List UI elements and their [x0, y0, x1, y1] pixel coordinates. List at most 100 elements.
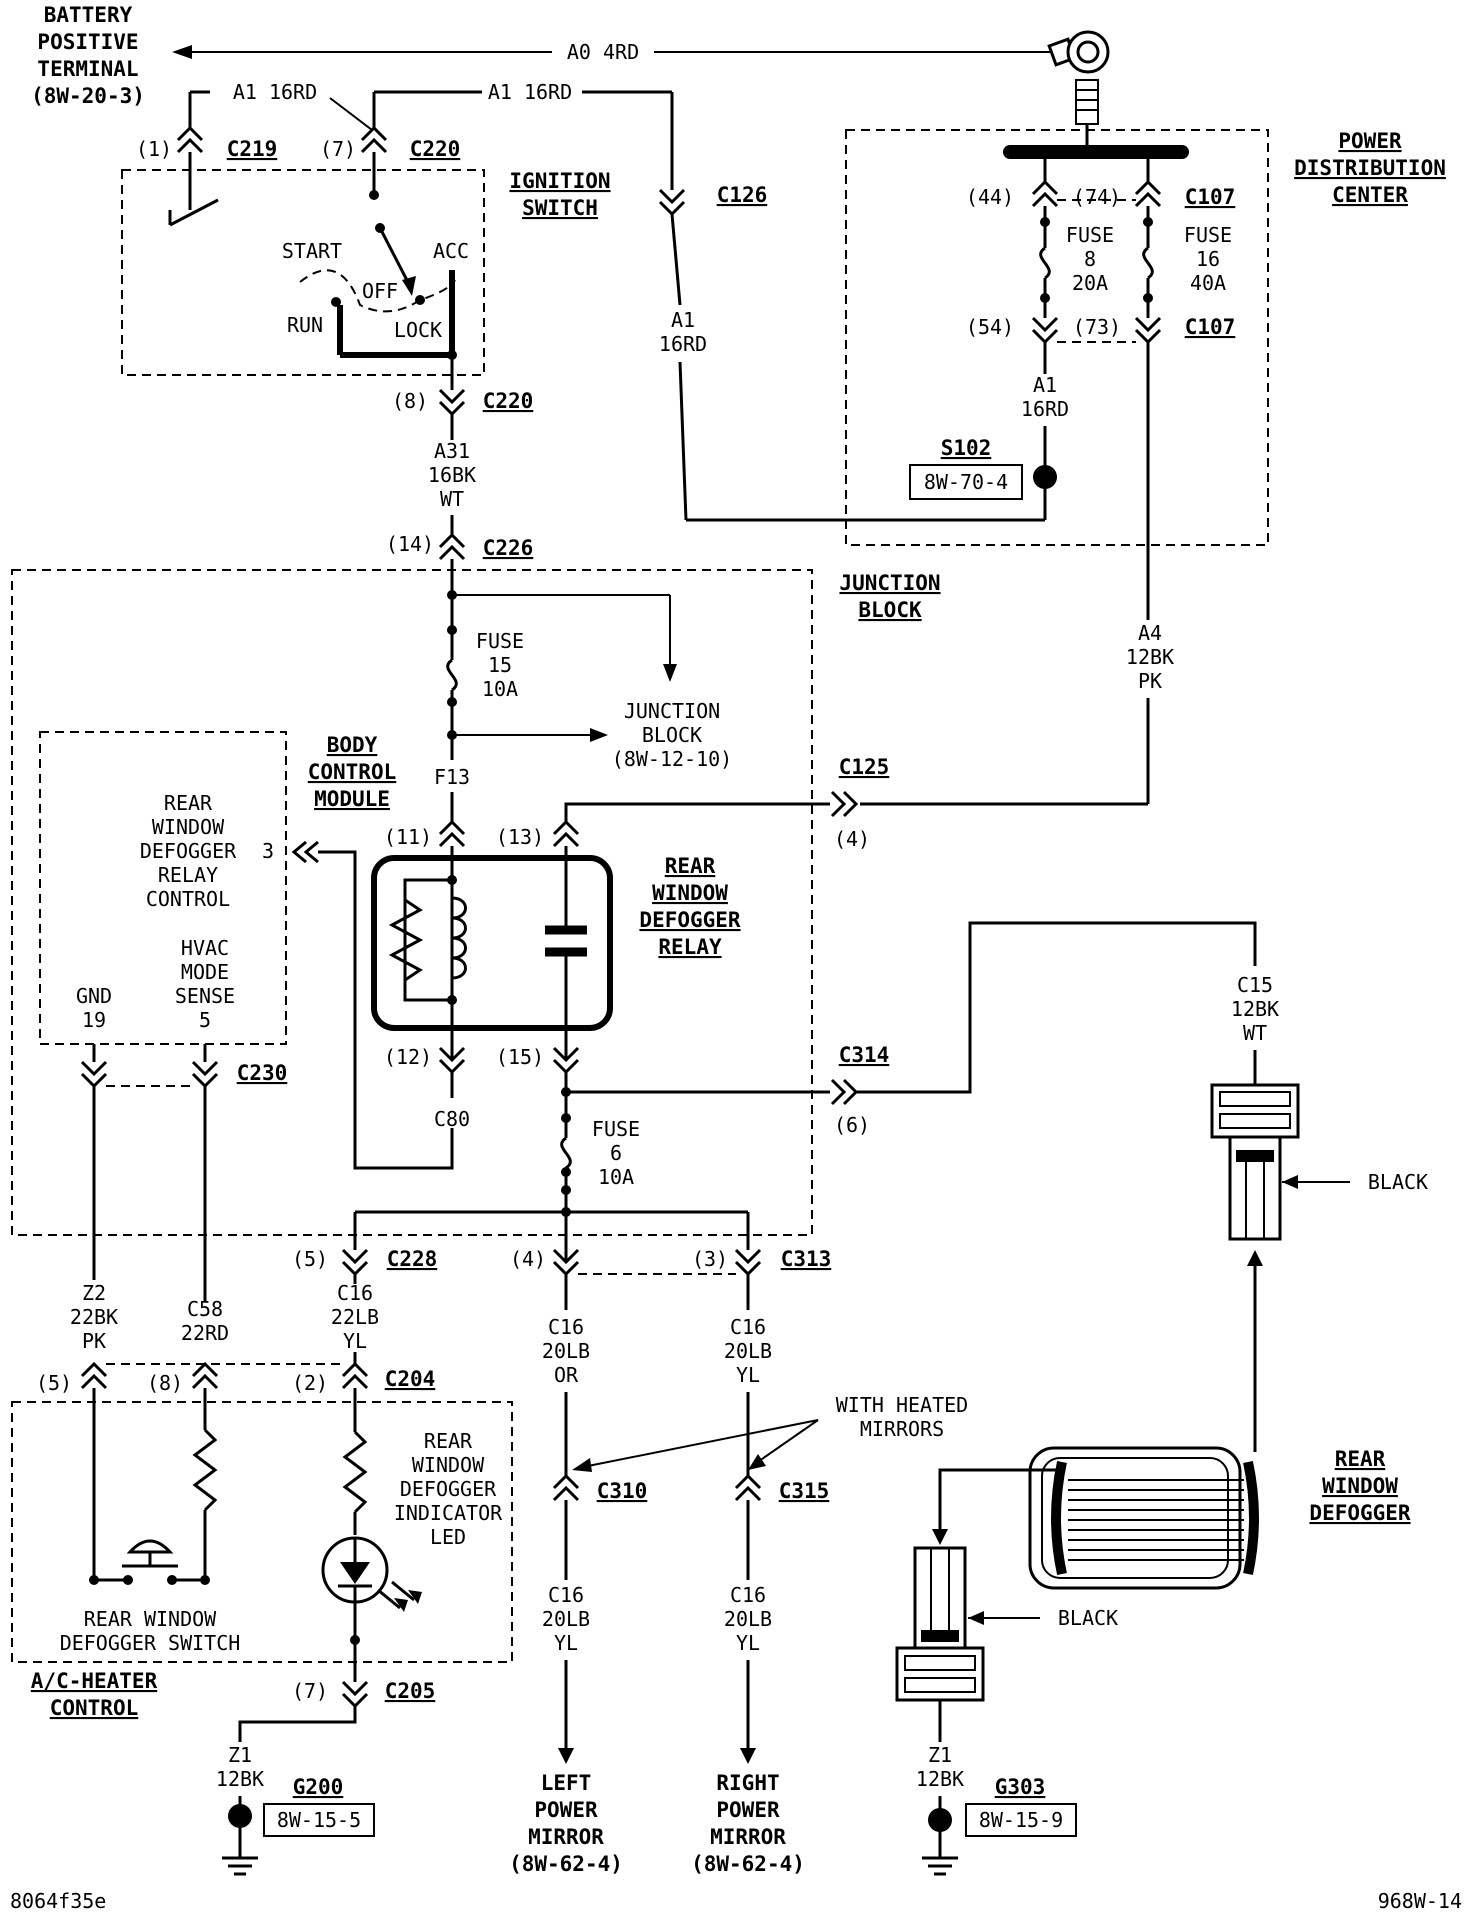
a31-l2: 16BK: [428, 463, 476, 487]
ground-g200: G200 8W-15-5: [263, 1775, 375, 1837]
c313-pin4: (4): [510, 1247, 546, 1271]
bcm-title-1: BODY: [327, 733, 378, 757]
battery-ring-terminal-icon: [1047, 30, 1110, 74]
c16yl-l-l1: C16: [548, 1583, 584, 1607]
z1-right-l1: Z1: [928, 1743, 952, 1767]
fuse6-l3: 10A: [598, 1165, 634, 1189]
c125-name: C125: [839, 755, 890, 779]
c16yl-l-l3: YL: [554, 1631, 578, 1655]
junction-ref-3: (8W-12-10): [612, 747, 732, 771]
ignition-start: START: [282, 239, 342, 263]
connector-relay-13: (13): [496, 819, 580, 849]
z2-l1: Z2: [82, 1281, 106, 1305]
fuse-15: FUSE 15 10A: [446, 559, 524, 760]
acheater-l1: A/C-HEATER: [31, 1669, 158, 1693]
pdc-wire-2: 16RD: [1021, 397, 1069, 421]
junction-ref-1: JUNCTION: [624, 699, 720, 723]
connector-c230: C230: [80, 1060, 288, 1089]
connector-c126: C126: [658, 183, 767, 217]
c310-name: C310: [597, 1479, 648, 1503]
left-mirror-arrow-icon: [558, 1748, 574, 1764]
junction-title-2: BLOCK: [858, 598, 922, 622]
c219-pin: (1): [136, 137, 172, 161]
connector-c220-bottom: (8) C220: [392, 388, 533, 417]
g303-name: G303: [995, 1775, 1046, 1799]
left-power-mirror: LEFT POWER MIRROR (8W-62-4): [509, 1771, 623, 1876]
connector-c125: C125 (4): [830, 755, 890, 851]
wire-a0-label: A0 4RD: [567, 40, 639, 64]
battery-stud-icon: [1075, 79, 1099, 150]
c204-pin2: (2): [292, 1371, 328, 1395]
s102-name: S102: [941, 436, 992, 460]
connector-c313: (4) (3) C313: [510, 1247, 831, 1277]
bcm-f3: DEFOGGER: [140, 839, 237, 863]
junction-title-1: JUNCTION: [839, 571, 940, 595]
connector-c228: (5) C228: [292, 1247, 438, 1277]
ignition-title-1: IGNITION: [509, 169, 610, 193]
left-mirror-l1: LEFT: [541, 1771, 592, 1795]
black-top-label: BLACK: [1368, 1170, 1428, 1194]
right-mirror-l1: RIGHT: [716, 1771, 779, 1795]
pdc-title-1: POWER: [1338, 129, 1402, 153]
connector-c204: (5) (8) (2) C204: [36, 1361, 435, 1395]
c16yl-l-l2: 20LB: [542, 1607, 590, 1631]
heated-l1: WITH HEATED: [836, 1393, 968, 1417]
left-mirror-l4: (8W-62-4): [509, 1852, 623, 1876]
c126-wire-2: 16RD: [659, 332, 707, 356]
bcm-hv4: 5: [199, 1008, 211, 1032]
c58-l1: C58: [187, 1297, 223, 1321]
fuse-6: FUSE 6 10A: [560, 1113, 640, 1262]
c16or-l3: OR: [554, 1363, 579, 1387]
c204-pin8: (8): [147, 1371, 183, 1395]
bcm-hvac-mode-sense: HVAC MODE SENSE 5: [175, 936, 235, 1032]
c314-name: C314: [839, 1043, 890, 1067]
bcm-box: [39, 731, 287, 1045]
bcm-f1: REAR: [164, 791, 213, 815]
g200-name: G200: [293, 1775, 344, 1799]
bcm-hv2: MODE: [181, 960, 229, 984]
fuse8-l1: FUSE: [1066, 223, 1114, 247]
c125-pin: (4): [834, 827, 870, 851]
c230-name: C230: [237, 1061, 288, 1085]
fuse16-l1: FUSE: [1184, 223, 1232, 247]
c16ylr-l1: C16: [730, 1315, 766, 1339]
rear-window-defogger-icon: [1028, 1446, 1259, 1590]
c219-name: C219: [227, 137, 278, 161]
bcm-gnd1: GND: [76, 984, 112, 1008]
junction-ref-2: BLOCK: [642, 723, 702, 747]
wire-a1-label-right: A1 16RD: [488, 80, 572, 104]
a4-l1: A4: [1138, 621, 1162, 645]
s102-ref: 8W-70-4: [924, 470, 1008, 494]
bcm-title-2: CONTROL: [308, 760, 397, 784]
bcm-ground: GND 19: [76, 984, 112, 1032]
relay-pin15: (15): [496, 1045, 544, 1069]
switch-l1: REAR WINDOW: [84, 1607, 217, 1631]
defogger-l1: REAR: [1335, 1447, 1386, 1471]
connector-relay-11: (11): [384, 819, 466, 849]
c228-name: C228: [387, 1247, 438, 1271]
connector-c220-top: (7) C220: [320, 125, 460, 161]
wire-c125: [564, 802, 830, 822]
left-mirror-l3: MIRROR: [528, 1825, 604, 1849]
fuse15-l2: 15: [488, 653, 512, 677]
defogger-l2: WINDOW: [1322, 1474, 1398, 1498]
a31-l3: WT: [440, 487, 464, 511]
g200-ref: 8W-15-5: [277, 1808, 361, 1832]
connector-c107-bottom: (54) (73) C107: [966, 315, 1235, 345]
bcm-pin3-connector: [291, 840, 319, 864]
wire-a0: A0 4RD: [172, 40, 1055, 64]
c16ylr-l3: YL: [736, 1363, 760, 1387]
ground-g303-icon: [922, 1808, 958, 1876]
leader-c220: [329, 97, 373, 131]
ignition-switch-box: [121, 169, 485, 376]
led-l5: LED: [430, 1525, 466, 1549]
c16yl-r-l2: 20LB: [724, 1607, 772, 1631]
relay-title-2: WINDOW: [652, 881, 728, 905]
connector-c205: (7) C205: [292, 1679, 435, 1709]
fuse6-l1: FUSE: [592, 1117, 640, 1141]
led-l1: REAR: [424, 1429, 473, 1453]
ignition-acc: ACC: [433, 239, 469, 263]
led-resistor-icon: [342, 1430, 368, 1514]
pdc-pin54: (54): [966, 315, 1014, 339]
